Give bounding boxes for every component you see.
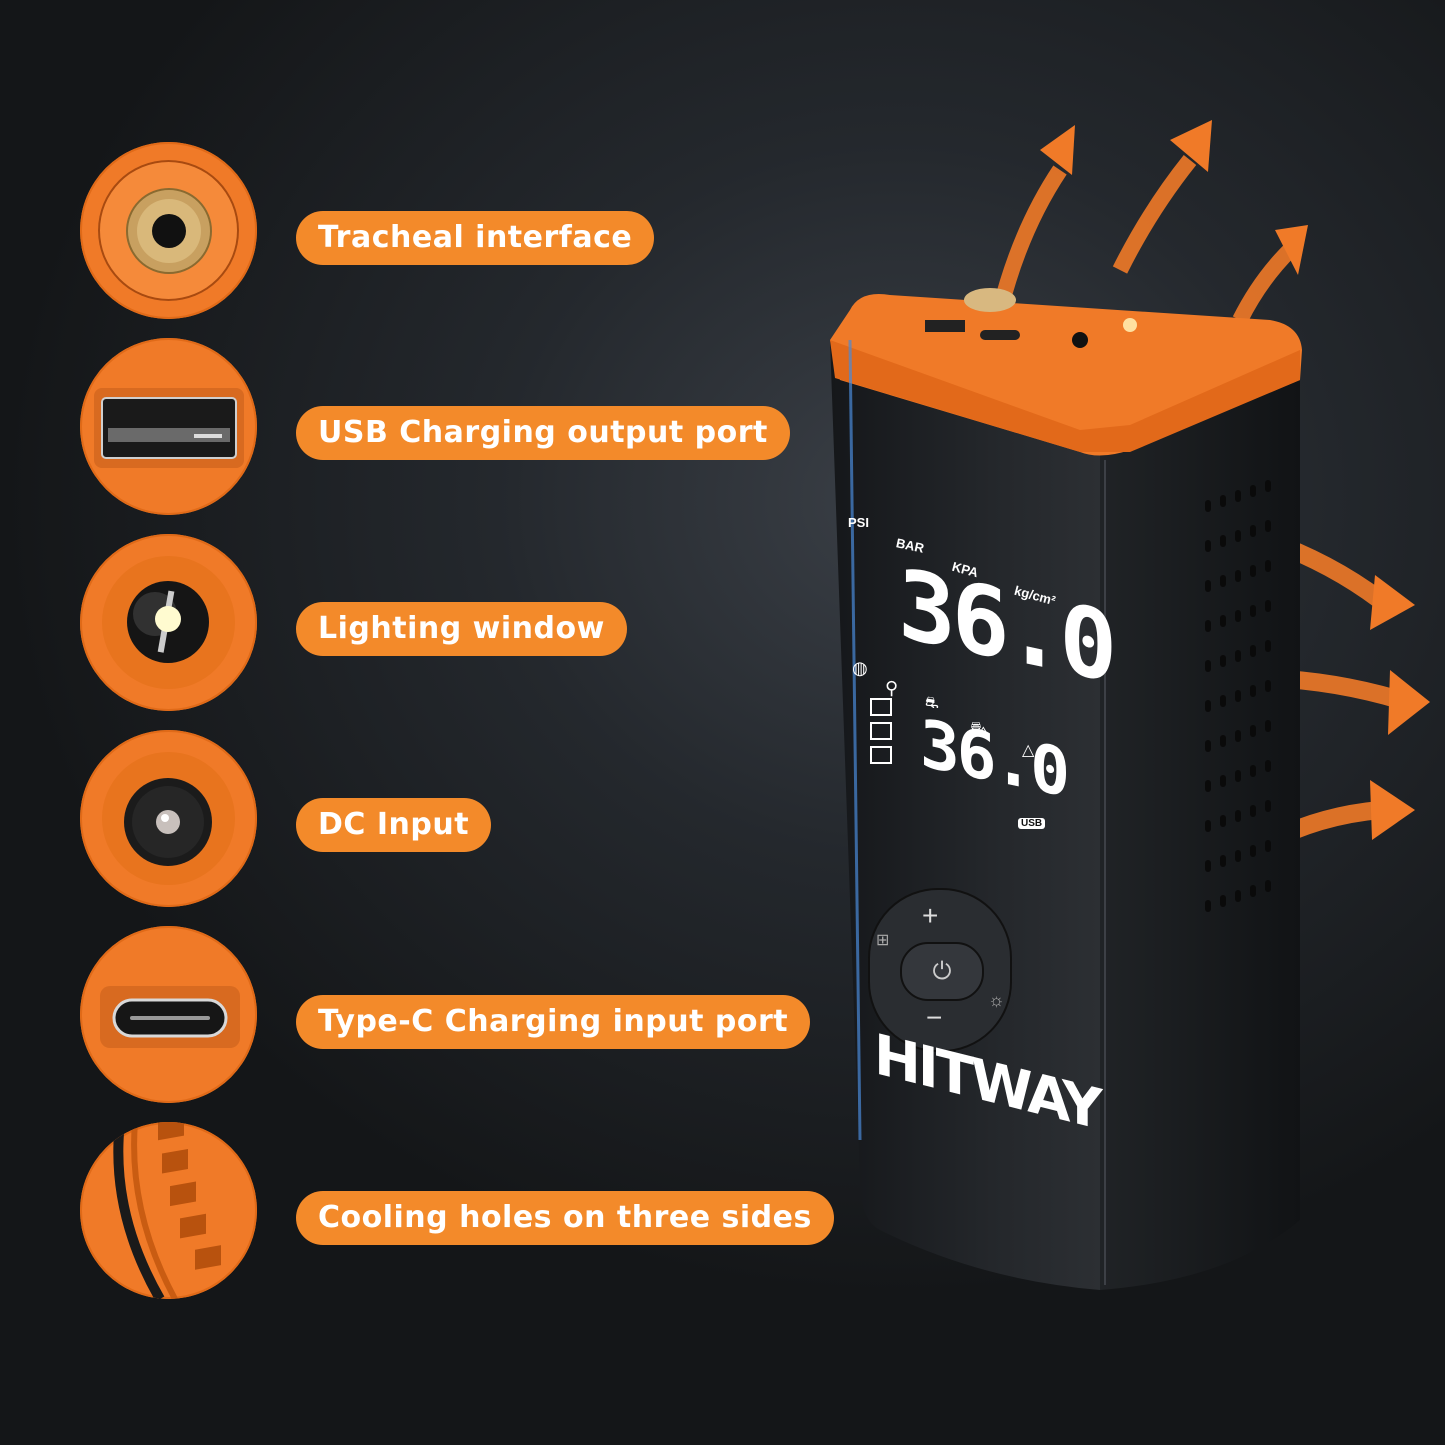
dc-input-closeup <box>80 730 257 907</box>
vent-slots-icon <box>113 1122 221 1299</box>
usb-indicator: USB <box>1018 818 1046 829</box>
feature-label-lighting-window: Lighting window <box>296 602 627 656</box>
feature-label-type-c-input: Type-C Charging input port <box>296 995 811 1049</box>
plus-button[interactable]: + <box>922 900 939 931</box>
feature-label-cooling-holes: Cooling holes on three sides <box>296 1191 834 1245</box>
feature-label-tracheal-interface: Tracheal interface <box>296 211 655 265</box>
battery-icon <box>870 698 892 716</box>
mode-grid-icon: ⊞ <box>876 932 890 949</box>
car-icon: ⛍ <box>970 718 989 738</box>
usb-port-closeup <box>80 338 257 515</box>
tire-inflator-device: PSI BAR KPA kg/cm² 36.0 36.0 ◍ ⚲ ⛐ ⛍ △ U… <box>830 280 1305 1300</box>
device-body <box>830 288 1302 1290</box>
light-icon: ☼ <box>988 990 1005 1010</box>
control-pad: + ⏻ − ⊞ ☼ <box>868 888 1012 1052</box>
feature-label-usb-output: USB Charging output port <box>296 406 790 460</box>
type-c-port-closeup <box>80 926 257 1103</box>
air-valve-icon <box>126 188 212 274</box>
led-light-icon <box>127 581 209 663</box>
ball-icon: ◍ <box>852 658 868 678</box>
mode-button[interactable]: ⊞ <box>876 930 889 950</box>
usb-c-port-icon <box>112 998 228 1038</box>
battery-icon <box>870 746 892 764</box>
power-button[interactable]: ⏻ <box>900 942 984 1001</box>
feature-label-dc-input: DC Input <box>296 798 492 852</box>
motorcycle-icon: ⛐ <box>925 695 939 712</box>
power-icon: ⏻ <box>932 958 952 985</box>
cooling-holes-closeup <box>80 1122 257 1299</box>
lighting-window-closeup <box>80 534 257 711</box>
battery-indicator <box>870 698 892 768</box>
light-button[interactable]: ☼ <box>988 990 1005 1011</box>
unit-psi: PSI <box>848 515 869 530</box>
battery-icon <box>870 722 892 740</box>
bicycle-icon: ⚲ <box>885 678 899 698</box>
tracheal-interface-closeup <box>80 142 257 319</box>
airflow-up-arrows <box>992 120 1308 324</box>
usb-a-port-icon <box>101 397 237 459</box>
minus-button[interactable]: − <box>926 1002 943 1033</box>
dc-jack-icon <box>124 778 212 866</box>
custom-icon: △ <box>1022 742 1035 759</box>
